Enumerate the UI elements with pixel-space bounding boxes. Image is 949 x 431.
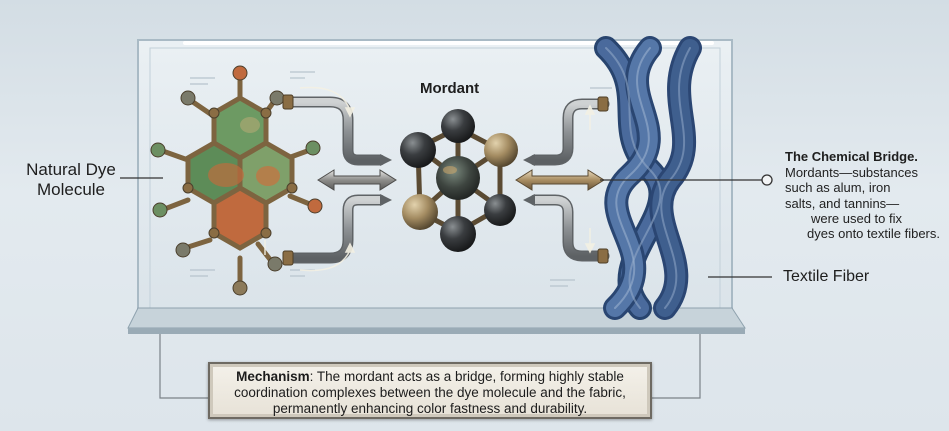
- bridge-line-4: were used to fix: [785, 211, 940, 226]
- bridge-line-1: Mordants—substances: [785, 165, 940, 180]
- bridge-line-2: such as alum, iron: [785, 180, 940, 195]
- mordant-label: Mordant: [420, 80, 479, 97]
- mechanism-text-1: : The mordant acts as a bridge, forming …: [310, 369, 624, 384]
- chemical-bridge-description: Mordants—substances such as alum, iron s…: [785, 165, 940, 241]
- mechanism-term: Mechanism: [236, 369, 310, 384]
- textile-fiber-label: Textile Fiber: [783, 268, 869, 286]
- mechanism-line-2: coordination complexes between the dye m…: [210, 385, 650, 401]
- bridge-line-3: salts, and tannins—: [785, 196, 940, 211]
- mechanism-line-1: Mechanism: The mordant acts as a bridge,…: [210, 369, 650, 385]
- bridge-line-5: dyes onto textile fibers.: [785, 226, 940, 241]
- mechanism-line-3: permanently enhancing color fastness and…: [210, 401, 650, 417]
- chemical-bridge-title: The Chemical Bridge.: [785, 149, 918, 164]
- dye-label-line-1: Natural Dye: [11, 160, 131, 180]
- dye-label-line-2: Molecule: [11, 180, 131, 200]
- mechanism-box: Mechanism: The mordant acts as a bridge,…: [208, 362, 652, 419]
- dye-molecule-label: Natural Dye Molecule: [11, 160, 131, 200]
